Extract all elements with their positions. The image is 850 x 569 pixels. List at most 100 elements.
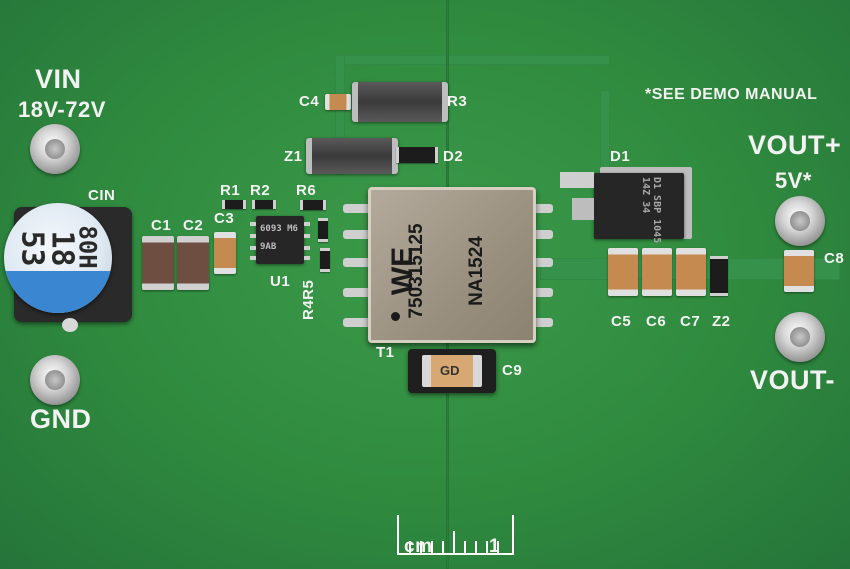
ruler-tick	[431, 541, 433, 553]
cin-capacitor: 53 18 80H	[4, 203, 112, 313]
d1-diode: D1 SBP 1045 14Z 34	[594, 173, 684, 243]
z2-zener-diode	[710, 256, 728, 296]
vin-label: VIN	[35, 64, 82, 94]
c5-capacitor	[608, 248, 638, 296]
d1-marking: D1 SBP 1045 14Z 34	[640, 177, 662, 244]
c8-capacitor	[784, 250, 814, 292]
t1-pin	[343, 230, 371, 239]
trace-top-loop	[335, 55, 610, 65]
t1-part-number: 750315125	[406, 223, 427, 319]
c1-capacitor	[142, 236, 174, 290]
ruler-unit-label: cm	[404, 536, 433, 557]
u1-pin	[304, 222, 310, 226]
cin-mount-pad	[62, 318, 78, 332]
u1-marking: 6093 M69AB	[260, 224, 298, 252]
vout-value-label: 5V*	[775, 168, 812, 193]
t1-pin	[525, 204, 553, 213]
cin-polarity-band	[4, 271, 112, 313]
d1-label: D1	[610, 148, 631, 165]
c9-capacitor: GD	[408, 349, 496, 393]
u1-pin	[304, 246, 310, 250]
c9-body: GD	[422, 355, 482, 387]
cin-label: CIN	[88, 187, 116, 204]
ruler-tick	[497, 541, 499, 553]
r1-resistor	[222, 200, 246, 209]
ruler-tick	[453, 531, 455, 553]
ruler-tick	[486, 541, 488, 553]
t1-pin	[525, 230, 553, 239]
c9-marking: GD	[440, 363, 460, 378]
r6-label: R6	[296, 182, 317, 199]
d1-lead	[572, 198, 594, 220]
t1-pin	[525, 318, 553, 327]
ruler-tick	[464, 541, 466, 553]
scale-ruler	[397, 515, 514, 555]
c2-label: C2	[183, 217, 204, 234]
ruler-tick	[420, 541, 422, 553]
r6-resistor	[300, 200, 326, 210]
c5-label: C5	[611, 313, 632, 330]
trace-top-right	[600, 90, 610, 170]
t1-pin	[343, 258, 371, 267]
z2-label: Z2	[712, 313, 731, 330]
r-vertical-resistor	[318, 218, 328, 242]
d1-lead	[560, 172, 594, 188]
vout-plus-label: VOUT+	[748, 130, 842, 160]
t1-model: NA1524	[466, 236, 487, 306]
trace-top-left	[335, 55, 345, 175]
c4-capacitor	[325, 94, 351, 110]
d2-label: D2	[443, 148, 464, 165]
r3-resistor	[352, 82, 448, 122]
u1-pin	[250, 234, 256, 238]
gnd-terminal-pad[interactable]	[30, 355, 80, 405]
vout-plus-terminal-hole	[790, 211, 810, 231]
u1-pin	[304, 256, 310, 260]
t1-pin	[525, 258, 553, 267]
c7-capacitor	[676, 248, 706, 296]
t1-pin	[343, 204, 371, 213]
t1-pin	[343, 318, 371, 327]
c7-label: C7	[680, 313, 701, 330]
cin-marking-3: 80H	[73, 225, 102, 269]
c6-label: C6	[646, 313, 667, 330]
ruler-tick	[409, 541, 411, 553]
vout-plus-terminal-pad[interactable]	[775, 196, 825, 246]
u1-pin	[250, 256, 256, 260]
c9-label: C9	[502, 362, 523, 379]
u1-label: U1	[270, 273, 291, 290]
u1-pin	[250, 246, 256, 250]
z1-zener-diode	[306, 138, 398, 174]
u1-pin	[250, 222, 256, 226]
vout-minus-terminal-hole	[790, 327, 810, 347]
c4-label: C4	[299, 93, 320, 110]
gnd-terminal-hole	[45, 370, 65, 390]
r4-resistor	[320, 248, 330, 272]
ruler-tick	[442, 541, 444, 553]
vout-minus-label: VOUT-	[750, 365, 836, 395]
t1-pin1-dot	[391, 312, 400, 321]
ruler-tick	[475, 541, 477, 553]
vout-minus-terminal-pad[interactable]	[775, 312, 825, 362]
gnd-label: GND	[30, 404, 92, 434]
d2-diode	[396, 147, 438, 163]
r2-resistor	[252, 200, 276, 209]
c6-capacitor	[642, 248, 672, 296]
c3-capacitor	[214, 232, 236, 274]
r2-label: R2	[250, 182, 271, 199]
vin-range-label: 18V-72V	[18, 97, 106, 122]
u1-pin	[304, 234, 310, 238]
see-demo-manual-note: *SEE DEMO MANUAL	[645, 86, 818, 103]
c8-label: C8	[824, 250, 845, 267]
t1-pin	[525, 288, 553, 297]
r4r5-label: R4R5	[300, 279, 317, 320]
u1-chip: 6093 M69AB	[256, 216, 304, 264]
z1-label: Z1	[284, 148, 303, 165]
vin-terminal-pad[interactable]	[30, 124, 80, 174]
c2-capacitor	[177, 236, 209, 290]
t1-label: T1	[376, 344, 395, 361]
r3-label: R3	[447, 93, 468, 110]
c3-label: C3	[214, 210, 235, 227]
ruler-one-label: 1	[489, 536, 501, 557]
t1-pin	[343, 288, 371, 297]
